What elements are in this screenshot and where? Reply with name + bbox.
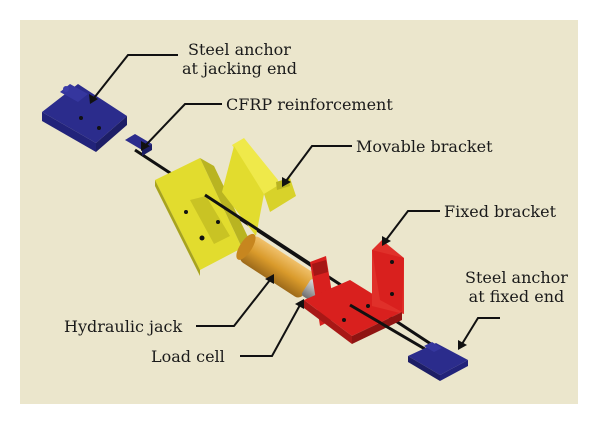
label-steel-anchor-fixed-line1: Steel anchor xyxy=(465,268,568,287)
label-load-cell: Load cell xyxy=(151,347,225,366)
leader-steel-anchor-fixed xyxy=(458,317,500,350)
label-steel-anchor-jacking-line2: at jacking end xyxy=(182,59,297,78)
label-steel-anchor-fixed-line2: at fixed end xyxy=(468,287,565,306)
leader-load-cell xyxy=(240,299,304,357)
label-steel-anchor-fixed: Steel anchor at fixed end xyxy=(465,268,568,306)
hydraulic-jack-shape xyxy=(236,233,314,298)
label-fixed-bracket: Fixed bracket xyxy=(444,202,557,221)
leader-steel-anchor-jacking xyxy=(89,54,178,104)
label-hydraulic-jack: Hydraulic jack xyxy=(64,317,183,336)
label-steel-anchor-jacking-line1: Steel anchor xyxy=(188,40,291,59)
movable-bracket-shape xyxy=(155,138,296,276)
label-steel-anchor-jacking: Steel anchor at jacking end xyxy=(182,40,297,78)
background-panel xyxy=(20,20,578,404)
leader-cfrp xyxy=(141,103,222,151)
leader-hydraulic-jack xyxy=(196,274,274,327)
leader-movable-bracket xyxy=(282,145,352,187)
leader-fixed-bracket xyxy=(382,210,440,246)
steel-anchor-fixed-end-shape xyxy=(408,342,468,381)
label-movable-bracket: Movable bracket xyxy=(356,137,493,156)
label-cfrp-reinforcement: CFRP reinforcement xyxy=(226,95,393,114)
